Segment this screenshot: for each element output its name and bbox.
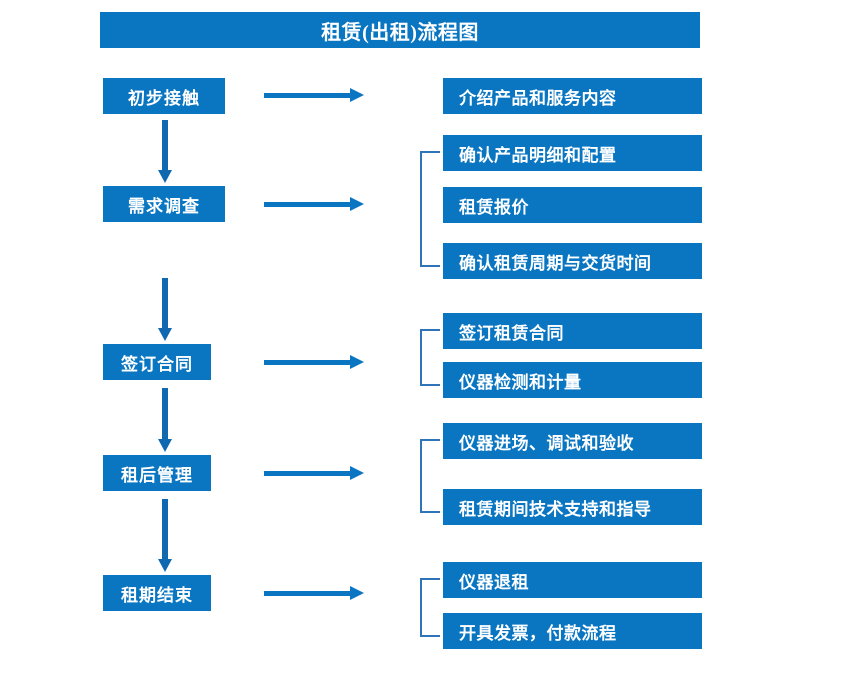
arrow-head: [158, 439, 172, 452]
bracket-after-rent-group: [420, 439, 440, 513]
detail-box-rental-quote[interactable]: 租赁报价: [443, 187, 702, 223]
arrow-shaft: [264, 591, 352, 596]
arrow-shaft: [264, 360, 352, 365]
arrow-to-requirements-icon: [264, 197, 364, 211]
detail-box-instrument-delivery[interactable]: 仪器进场、调试和验收: [443, 423, 702, 459]
arrow-head: [158, 559, 172, 572]
arrow-head: [350, 355, 364, 369]
detail-box-sign-rental-contract[interactable]: 签订租赁合同: [443, 313, 702, 349]
arrow-head: [350, 466, 364, 480]
arrow-shaft: [264, 93, 352, 98]
detail-box-instrument-return[interactable]: 仪器退租: [443, 562, 702, 598]
arrow-shaft: [264, 471, 352, 476]
page-title: 租赁(出租)流程图: [100, 12, 700, 48]
bracket-end-rent-group: [420, 578, 440, 637]
arrow-head: [350, 197, 364, 211]
arrow-to-after-rent-icon: [264, 466, 364, 480]
arrow-to-end-rent-icon: [264, 586, 364, 600]
arrow-head: [350, 586, 364, 600]
arrow-shaft: [162, 120, 168, 170]
arrow-shaft: [162, 278, 168, 328]
detail-box-confirm-product-details[interactable]: 确认产品明细和配置: [443, 135, 702, 171]
arrow-contact-to-requirements-icon: [158, 120, 172, 183]
arrow-shaft: [162, 388, 168, 439]
detail-box-confirm-rental-period[interactable]: 确认租赁周期与交货时间: [443, 243, 702, 279]
detail-box-technical-support[interactable]: 租赁期间技术支持和指导: [443, 489, 702, 525]
arrow-head: [158, 170, 172, 183]
stage-box-requirement-survey[interactable]: 需求调查: [103, 186, 225, 222]
arrow-head: [158, 328, 172, 341]
stage-box-after-rent-management[interactable]: 租后管理: [103, 455, 211, 491]
arrow-after-rent-to-end-rent-icon: [158, 499, 172, 572]
detail-box-introduce-products[interactable]: 介绍产品和服务内容: [443, 78, 702, 114]
detail-box-invoice-payment[interactable]: 开具发票，付款流程: [443, 613, 702, 649]
stage-box-sign-contract[interactable]: 签订合同: [103, 344, 211, 380]
bracket-requirements-group: [420, 151, 440, 267]
arrow-to-contract-icon: [264, 355, 364, 369]
bracket-contract-group: [420, 329, 440, 386]
detail-box-instrument-inspection[interactable]: 仪器检测和计量: [443, 362, 702, 398]
stage-box-rent-period-end[interactable]: 租期结束: [103, 575, 211, 611]
arrow-head: [350, 88, 364, 102]
arrow-shaft: [264, 202, 352, 207]
arrow-contract-to-after-rent-icon: [158, 388, 172, 452]
arrow-shaft: [162, 499, 168, 559]
stage-box-initial-contact[interactable]: 初步接触: [103, 78, 225, 114]
arrow-requirements-to-contract-icon: [158, 278, 172, 341]
arrow-to-intro-icon: [264, 88, 364, 102]
